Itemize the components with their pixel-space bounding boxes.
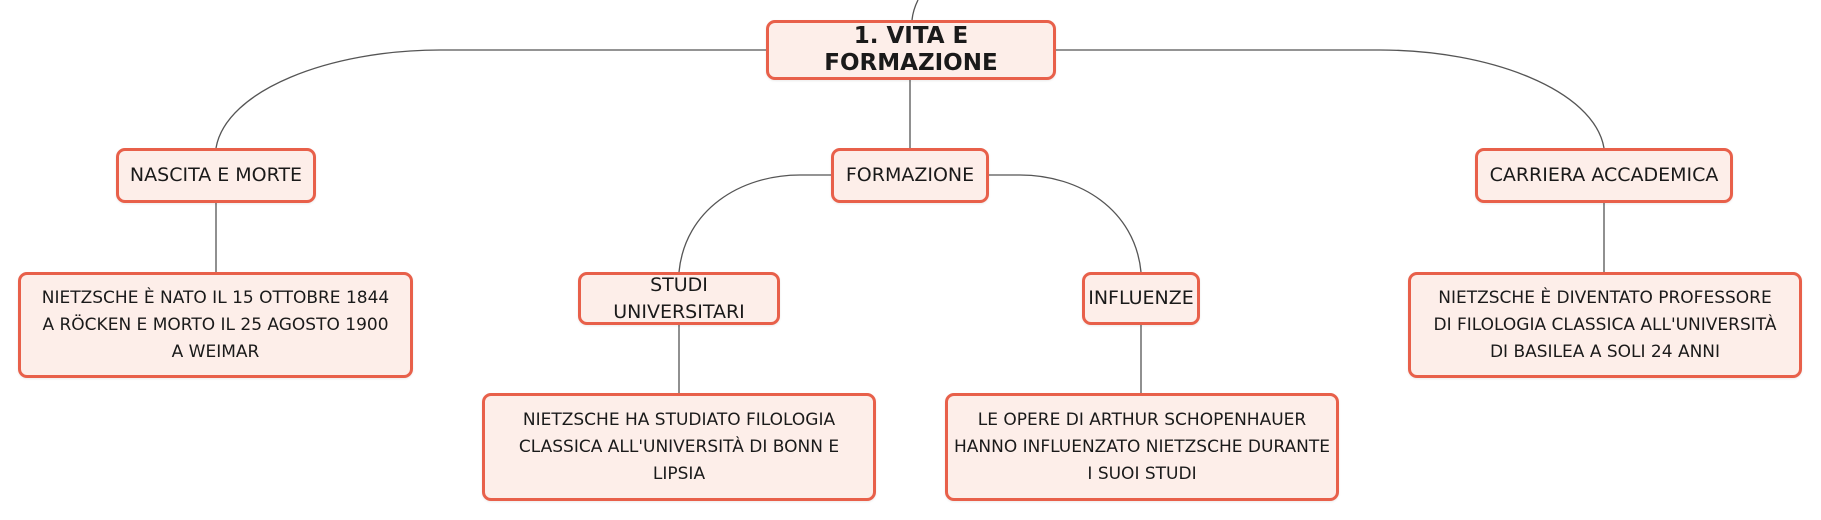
connector-formazione-influenze bbox=[989, 174, 1142, 273]
topic-influenze[interactable]: INFLUENZE bbox=[1082, 272, 1200, 325]
connector-root-parent bbox=[911, 0, 919, 21]
detail-carriera-accademica[interactable]: NIETZSCHE È DIVENTATO PROFESSORE DI FILO… bbox=[1408, 272, 1802, 378]
connector-formazione-studi bbox=[678, 174, 831, 273]
topic-nascita-e-morte[interactable]: NASCITA E MORTE bbox=[116, 148, 316, 203]
detail-influenze[interactable]: LE OPERE DI ARTHUR SCHOPENHAUER HANNO IN… bbox=[945, 393, 1339, 501]
topic-carriera-accademica[interactable]: CARRIERA ACCADEMICA bbox=[1475, 148, 1733, 203]
topic-studi-universitari[interactable]: STUDI UNIVERSITARI bbox=[578, 272, 780, 325]
connector-root-carriera bbox=[1056, 49, 1605, 149]
root-topic-node[interactable]: 1. VITA E FORMAZIONE bbox=[766, 20, 1056, 80]
connector-root-nascita bbox=[215, 49, 766, 149]
detail-nascita-e-morte[interactable]: NIETZSCHE È NATO IL 15 OTTOBRE 1844 A RÖ… bbox=[18, 272, 413, 378]
detail-studi-universitari[interactable]: NIETZSCHE HA STUDIATO FILOLOGIA CLASSICA… bbox=[482, 393, 876, 501]
topic-formazione[interactable]: FORMAZIONE bbox=[831, 148, 989, 203]
